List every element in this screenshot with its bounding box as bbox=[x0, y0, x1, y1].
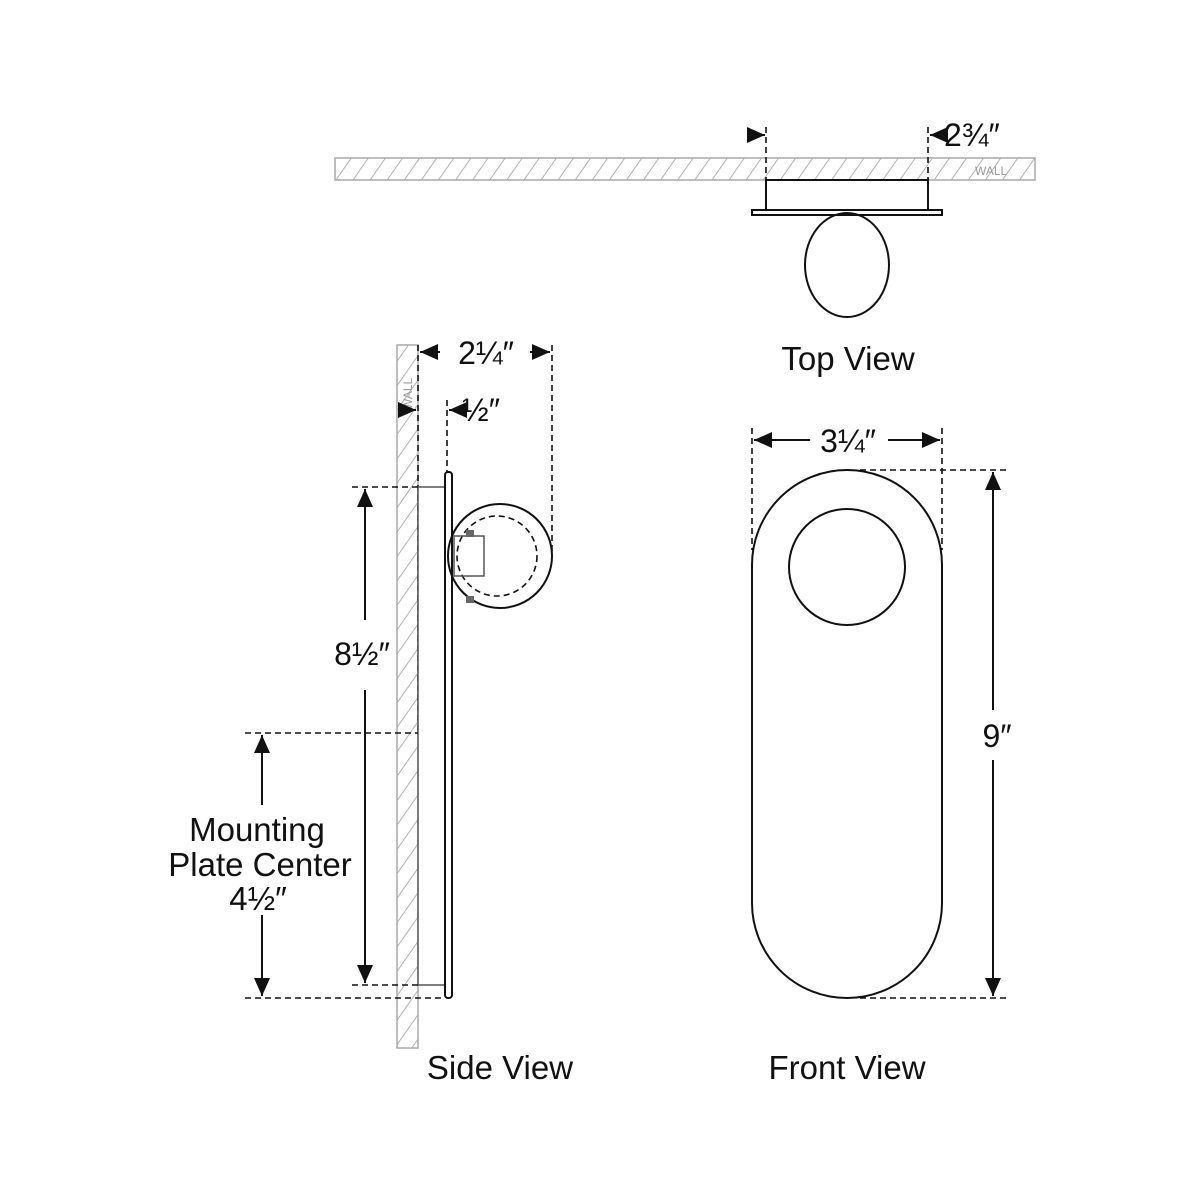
canopy-side bbox=[417, 486, 446, 986]
globe-front bbox=[788, 508, 906, 626]
front-height-dimension: 9″ bbox=[982, 718, 1011, 754]
mounting-value: 4½″ bbox=[229, 880, 287, 917]
side-view-title: Side View bbox=[427, 1049, 573, 1086]
top-view: WALL 2¾″ Top View bbox=[334, 117, 1036, 377]
wall-label-top: WALL bbox=[975, 164, 1008, 178]
socket bbox=[453, 535, 485, 577]
top-depth-dimension: 2¾″ bbox=[944, 117, 1000, 153]
globe-top bbox=[804, 212, 890, 318]
backplate-side bbox=[444, 471, 453, 999]
front-width-dimension: 3¼″ bbox=[820, 423, 876, 459]
canopy-top bbox=[765, 179, 929, 211]
globe-side bbox=[447, 503, 553, 609]
wall-label-side: WALL bbox=[401, 377, 415, 410]
mounting-label-2: Plate Center bbox=[168, 846, 351, 883]
front-view: 3¼″ 9″ Front View bbox=[751, 423, 1012, 1086]
wall-top bbox=[334, 157, 1036, 181]
backplate-top bbox=[751, 209, 943, 216]
backplate-height-dimension: 8½″ bbox=[334, 636, 390, 672]
wall-side bbox=[396, 344, 419, 1049]
top-view-title: Top View bbox=[781, 340, 914, 377]
mounting-label-1: Mounting bbox=[189, 811, 325, 848]
side-plate-offset-dimension: ½″ bbox=[462, 392, 500, 428]
side-view: WALL 2¼″ ½″ 8½″ Mounting Plate Center 4½… bbox=[168, 335, 573, 1086]
front-view-title: Front View bbox=[768, 1049, 925, 1086]
backplate-front bbox=[751, 469, 943, 999]
side-extension-dimension: 2¼″ bbox=[458, 335, 514, 371]
